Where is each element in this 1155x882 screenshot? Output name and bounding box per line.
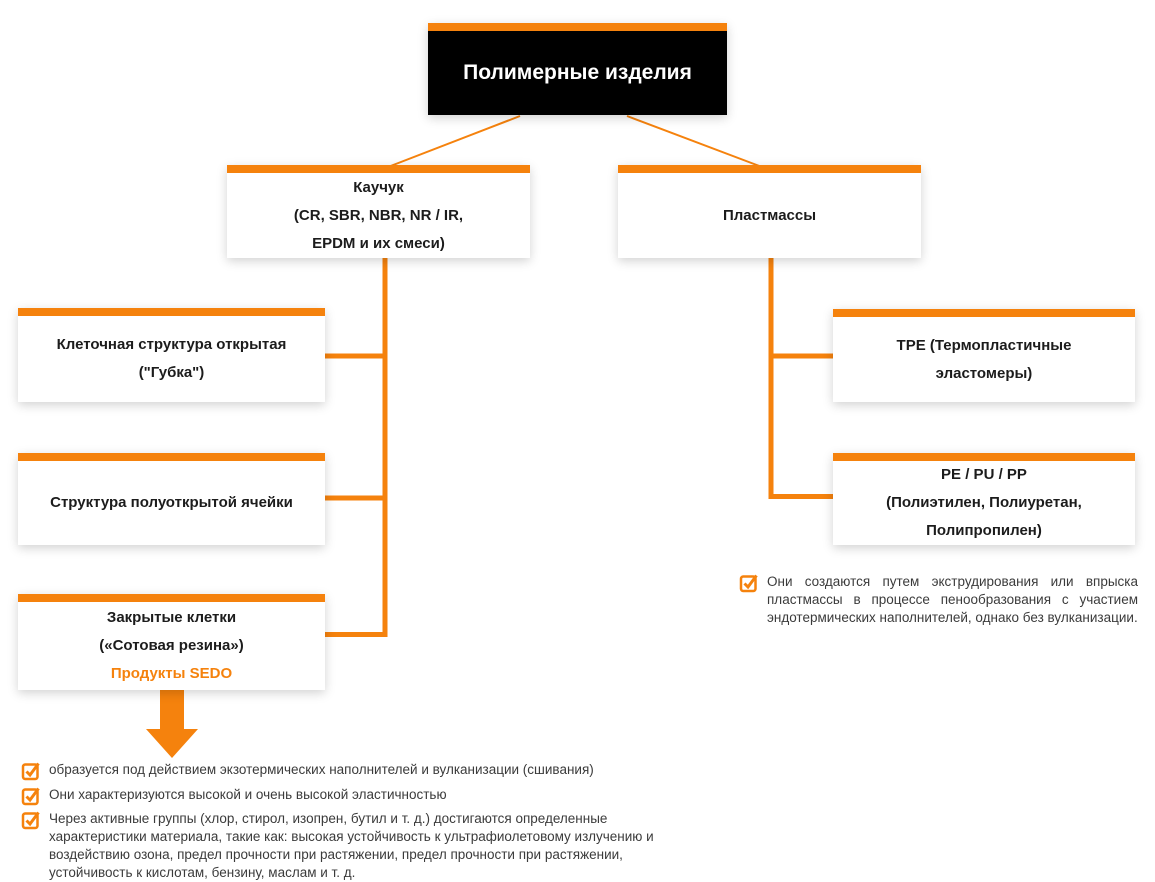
connector-root-to-rubber xyxy=(387,115,521,168)
plastics-box-title: Пластмассы xyxy=(722,206,817,224)
rubber-note-1-text: образуется под действием экзотермических… xyxy=(49,762,594,777)
connector-root-to-plastics xyxy=(626,115,763,168)
rubber-box: Каучук (CR, SBR, NBR, NR / IR, EPDM и их… xyxy=(227,165,530,258)
rubber-box-title: Каучук (CR, SBR, NBR, NR / IR, EPDM и их… xyxy=(293,178,464,252)
rubber-note-1: образуется под действием экзотермических… xyxy=(21,761,712,781)
closed-cell-box: Закрытые клетки («Сотовая резина») Проду… xyxy=(18,594,325,690)
rubber-note-3-text: Через активные группы (хлор, стирол, изо… xyxy=(49,811,654,880)
pe-pu-pp-box: PE / PU / PP (Полиэтилен, Полиуретан, По… xyxy=(833,453,1135,545)
open-cell-box-title: Клеточная структура открытая ("Губка") xyxy=(56,336,287,381)
root-box: Полимерные изделия xyxy=(428,23,727,115)
rubber-note-2-text: Они характеризуются высокой и очень высо… xyxy=(49,787,447,802)
semi-open-cell-box-title: Структура полуоткрытой ячейки xyxy=(50,494,293,511)
checkbox-checked-icon xyxy=(739,574,758,593)
closed-cell-box-highlight: Продукты SEDO xyxy=(110,665,233,682)
down-arrow-icon xyxy=(146,690,198,758)
rubber-note-2: Они характеризуются высокой и очень высо… xyxy=(21,786,712,806)
plastics-box: Пластмассы xyxy=(618,165,921,258)
checkbox-checked-icon xyxy=(21,787,40,806)
checkbox-checked-icon xyxy=(21,811,40,830)
checkbox-checked-icon xyxy=(21,762,40,781)
plastics-note: Они создаются путем экструдирования или … xyxy=(739,573,1138,627)
closed-cell-box-title: Закрытые клетки («Сотовая резина») xyxy=(99,609,244,654)
open-cell-box: Клеточная структура открытая ("Губка") xyxy=(18,308,325,402)
tpe-box-title: TPE (Термопластичные эластомеры) xyxy=(896,336,1072,382)
root-box-title: Полимерные изделия xyxy=(463,61,692,84)
pe-pu-pp-box-title: PE / PU / PP (Полиэтилен, Полиуретан, По… xyxy=(886,466,1082,539)
rubber-note-3: Через активные группы (хлор, стирол, изо… xyxy=(21,810,702,882)
tpe-box: TPE (Термопластичные эластомеры) xyxy=(833,309,1135,402)
plastics-note-text: Они создаются путем экструдирования или … xyxy=(767,574,1138,625)
semi-open-cell-box: Структура полуоткрытой ячейки xyxy=(18,453,325,545)
